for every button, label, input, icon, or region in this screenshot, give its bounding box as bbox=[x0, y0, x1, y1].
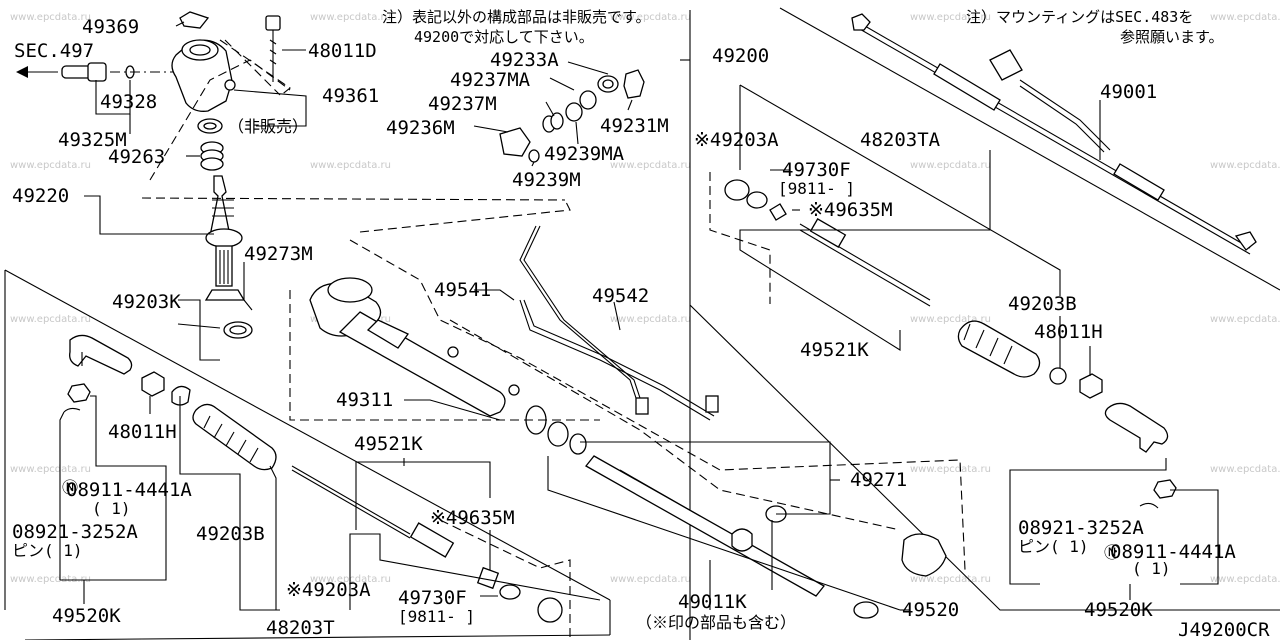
note-line: 49200で対応して下さい。 bbox=[414, 28, 594, 46]
label-48011h-right: 48011H bbox=[1034, 321, 1103, 343]
label-49542: 49542 bbox=[592, 285, 649, 307]
label-49635m-right: ※49635M bbox=[808, 199, 893, 221]
label-49361: 49361 bbox=[322, 85, 379, 107]
label-49520k-right: 49520K bbox=[1084, 599, 1153, 621]
watermark: www.epcdata.ru bbox=[1210, 574, 1280, 585]
label-9811-bottom: [9811- ] bbox=[398, 607, 475, 626]
valve-group bbox=[16, 11, 566, 339]
watermark: www.epcdata.ru bbox=[310, 12, 391, 23]
label-49521k-bottom: 49521K bbox=[354, 433, 423, 455]
label-08921-right: 08921-3252A bbox=[1018, 517, 1144, 539]
assembly-49001 bbox=[851, 13, 1257, 255]
note-line: 注）マウンティングはSEC.483を bbox=[966, 8, 1193, 26]
label-non-sale: （非販売） bbox=[228, 117, 308, 136]
label-48011d: 48011D bbox=[308, 40, 377, 62]
watermark: www.epcdata.ru bbox=[910, 314, 991, 325]
left-tie-rod-group bbox=[63, 334, 571, 640]
watermark: www.epcdata.ru bbox=[1210, 12, 1280, 23]
part-labels: 49369 SEC.497 48011D 49328 49361 49325M … bbox=[12, 16, 1270, 640]
leader-lines bbox=[59, 21, 1219, 611]
watermark: www.epcdata.ru bbox=[1210, 464, 1280, 475]
watermark: www.epcdata.ru bbox=[10, 314, 91, 325]
label-49203a-right: ※49203A bbox=[694, 129, 779, 151]
label-49233a: 49233A bbox=[490, 49, 559, 71]
label-49635m-bottom: ※49635M bbox=[430, 507, 515, 529]
label-49730f-bottom: 49730F bbox=[398, 587, 467, 609]
note-line: 参照願います。 bbox=[1120, 28, 1224, 46]
note-top-center: 注）表記以外の構成部品は非販売です。 49200で対応して下さい。 bbox=[382, 8, 651, 46]
label-08911-right-qty: ( 1) bbox=[1132, 559, 1171, 578]
label-49231m: 49231M bbox=[600, 115, 669, 137]
label-49237ma: 49237MA bbox=[450, 69, 531, 91]
label-49011k-note: （※印の部品も含む） bbox=[636, 613, 796, 632]
label-49730f-right: 49730F bbox=[782, 159, 851, 181]
label-49521k-right: 49521K bbox=[800, 339, 869, 361]
watermark: www.epcdata.ru bbox=[910, 464, 991, 475]
watermark: www.epcdata.ru bbox=[10, 574, 91, 585]
label-49520: 49520 bbox=[902, 599, 959, 621]
watermark: www.epcdata.ru bbox=[10, 464, 91, 475]
label-49263: 49263 bbox=[108, 146, 165, 168]
label-49236m: 49236M bbox=[386, 117, 455, 139]
label-49203b-left: 49203B bbox=[196, 523, 265, 545]
label-08911-left-qty: ( 1) bbox=[92, 499, 131, 518]
label-49239m: 49239M bbox=[512, 169, 581, 191]
label-08911-left: 08911-4441A bbox=[66, 479, 192, 501]
watermark: www.epcdata.ru bbox=[1210, 160, 1280, 171]
watermark: www.epcdata.ru bbox=[10, 160, 91, 171]
label-49271: 49271 bbox=[850, 469, 907, 491]
frame-lines bbox=[4, 7, 1280, 640]
watermark: www.epcdata.ru bbox=[10, 12, 91, 23]
watermark: www.epcdata.ru bbox=[910, 12, 991, 23]
label-49328: 49328 bbox=[100, 91, 157, 113]
label-08921-left-sub: ピン( 1) bbox=[12, 541, 83, 560]
label-48203t: 48203T bbox=[266, 617, 335, 639]
label-49273m: 49273M bbox=[244, 243, 313, 265]
label-48203ta: 48203TA bbox=[860, 129, 941, 151]
label-49220: 49220 bbox=[12, 185, 69, 207]
drawing-code: J49200CR bbox=[1178, 619, 1270, 640]
watermark: www.epcdata.ru bbox=[610, 574, 691, 585]
watermark: www.epcdata.ru bbox=[610, 160, 691, 171]
watermark: www.epcdata.ru bbox=[910, 160, 991, 171]
circle-n-symbol: Ⓝ bbox=[62, 478, 78, 497]
note-line: 注）表記以外の構成部品は非販売です。 bbox=[382, 8, 651, 26]
label-49001: 49001 bbox=[1100, 81, 1157, 103]
label-49239ma: 49239MA bbox=[544, 143, 625, 165]
watermark: www.epcdata.ru bbox=[310, 160, 391, 171]
rack-housing-group bbox=[289, 199, 966, 619]
label-49520k-left: 49520K bbox=[52, 605, 121, 627]
label-49203a-bottom: ※49203A bbox=[286, 579, 371, 601]
label-9811-right: [9811- ] bbox=[778, 179, 855, 198]
label-08911-right: 08911-4441A bbox=[1110, 541, 1236, 563]
label-48011h-left: 48011H bbox=[108, 421, 177, 443]
label-49369: 49369 bbox=[82, 16, 139, 38]
label-49011k: 49011K bbox=[678, 591, 747, 613]
label-08921-right-sub: ピン( 1) bbox=[1018, 537, 1089, 556]
seal-kit-group bbox=[499, 69, 645, 163]
label-49203b-right: 49203B bbox=[1008, 293, 1077, 315]
label-49237m: 49237M bbox=[428, 93, 497, 115]
label-49541: 49541 bbox=[434, 279, 491, 301]
watermark: www.epcdata.ru bbox=[610, 12, 691, 23]
label-49200: 49200 bbox=[712, 45, 769, 67]
watermark: www.epcdata.ru bbox=[910, 574, 991, 585]
label-49325m: 49325M bbox=[58, 129, 127, 151]
watermark: www.epcdata.ru bbox=[1210, 314, 1280, 325]
note-top-right: 注）マウンティングはSEC.483を 参照願います。 bbox=[966, 8, 1224, 46]
label-49311: 49311 bbox=[336, 389, 393, 411]
circle-n-symbol: Ⓝ bbox=[1104, 543, 1120, 562]
watermark: www.epcdata.ru bbox=[610, 314, 691, 325]
label-49203k: 49203K bbox=[112, 291, 181, 313]
label-sec-497: SEC.497 bbox=[14, 40, 94, 62]
right-tie-rod-group bbox=[709, 172, 1177, 509]
label-08921-left: 08921-3252A bbox=[12, 521, 138, 543]
